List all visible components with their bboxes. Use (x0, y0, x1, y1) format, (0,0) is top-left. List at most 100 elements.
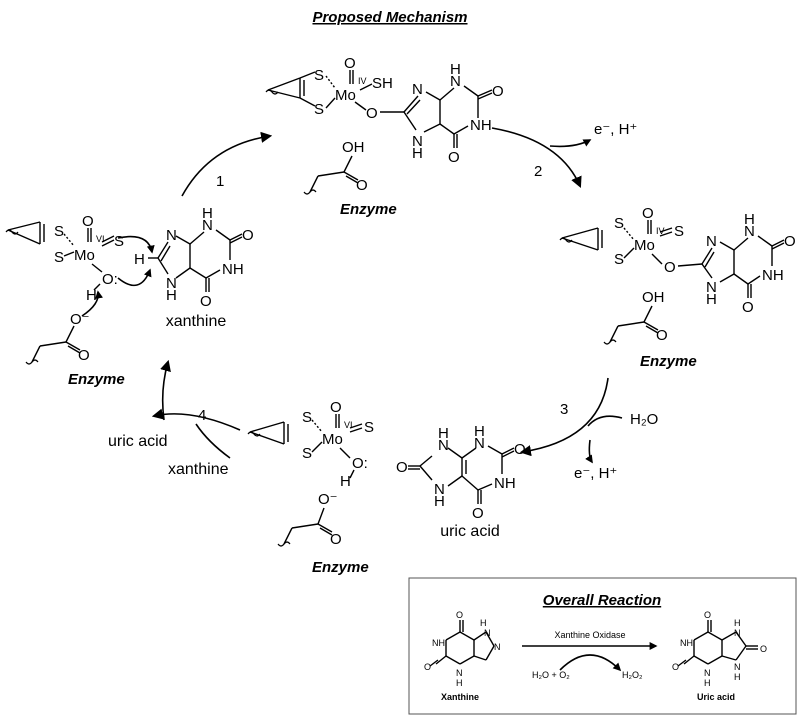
atom-label: O (424, 662, 431, 672)
atom-label: S (364, 419, 374, 436)
atom-label: N (704, 668, 711, 678)
xanthine-oxidase-label: Xanthine Oxidase (554, 630, 625, 640)
atom-label: O (492, 83, 504, 100)
step-1-arrow (181, 131, 273, 197)
step-4-label: 4 (198, 407, 206, 424)
atom-label: NH (762, 267, 784, 284)
atom-label: H (412, 145, 423, 162)
atom-label: S (54, 223, 64, 240)
uric-acid-molecule: H N O N H H N O NH O (396, 423, 526, 522)
overall-reaction-box (408, 577, 797, 715)
atom-label: O (82, 213, 94, 230)
atom-label: O⁻ (318, 491, 338, 508)
atom-label: N (434, 481, 445, 498)
atom-label: N (484, 628, 491, 638)
atom-label: VI (96, 234, 105, 244)
overall-reaction-title: Overall Reaction (543, 592, 661, 609)
atom-label: N (412, 133, 423, 150)
atom-label: S (674, 223, 684, 240)
atom-label: N (734, 662, 741, 672)
atom-label: N (166, 227, 177, 244)
atom-label: O (200, 293, 212, 310)
atom-label: S (302, 409, 312, 426)
uric-acid-caption: Uric acid (697, 692, 735, 702)
atom-label: O (656, 327, 668, 344)
atom-label: IV (358, 76, 367, 86)
enzyme-label-right: Enzyme (640, 353, 697, 370)
atom-label: O (396, 459, 408, 476)
water-label: H₂O (630, 411, 658, 428)
atom-label: H (434, 493, 445, 510)
mo-vi-hydroxide: S S Mo VI O S O: H O⁻ O Enzyme (247, 399, 374, 576)
atom-label: N (412, 81, 423, 98)
atom-label: Mo (634, 237, 655, 254)
atom-label: H (166, 287, 177, 304)
step-3-label: 3 (560, 401, 568, 418)
atom-label: O (366, 105, 378, 122)
mo-iv-sh-intermediate: S S Mo IV O SH O N N H N H O NH (265, 55, 504, 218)
atom-label: NH (470, 117, 492, 134)
page-title: Proposed Mechanism (312, 9, 467, 26)
wavy-bond-icon (265, 89, 279, 95)
step-2-label: 2 (534, 163, 542, 180)
atom-label: Mo (74, 247, 95, 264)
atom-label: H (734, 672, 741, 682)
atom-label: N (450, 73, 461, 90)
atom-label: S (114, 233, 124, 250)
atom-label: O (356, 177, 368, 194)
xanthine-substrate: H N N H N H O NH O (134, 205, 254, 310)
uric-acid-label: uric acid (440, 523, 500, 540)
atom-label: O (472, 505, 484, 522)
atom-label: O (242, 227, 254, 244)
atom-label: O (672, 662, 679, 672)
atom-label: SH (372, 75, 393, 92)
atom-label: VI (344, 420, 353, 430)
atom-label: H (86, 287, 97, 304)
atom-label: OH (642, 289, 665, 306)
enzyme-label-bottom: Enzyme (312, 559, 369, 576)
atom-label: NH (222, 261, 244, 278)
mo-vi-resting-state: S S Mo VI O S O: H O⁻ O Enzyme (5, 213, 155, 388)
electron-proton-label-top: e⁻, H⁺ (594, 121, 637, 138)
atom-label: O (78, 347, 90, 364)
atom-label: H (734, 618, 741, 628)
atom-label: S (614, 251, 624, 268)
atom-label: O (704, 610, 711, 620)
atom-label: H (704, 678, 711, 688)
atom-label: O (344, 55, 356, 72)
enzyme-label-top: Enzyme (340, 201, 397, 218)
reagents-label: H₂O + O₂ (532, 670, 570, 680)
atom-label: O (664, 259, 676, 276)
atom-label: S (314, 67, 324, 84)
atom-label: O (330, 399, 342, 416)
atom-label: N (438, 437, 449, 454)
atom-label: N (744, 223, 755, 240)
atom-label: S (614, 215, 624, 232)
atom-label: N (474, 435, 485, 452)
atom-label: H (134, 251, 145, 268)
atom-label: H (438, 425, 449, 442)
xanthine-caption: Xanthine (441, 692, 479, 702)
atom-label: O: (102, 271, 118, 288)
atom-label: H (474, 423, 485, 440)
atom-label: S (302, 445, 312, 462)
step-3-arrow (519, 377, 609, 457)
atom-label: IV (656, 226, 665, 236)
atom-label: O⁻ (70, 311, 90, 328)
atom-label: OH (342, 139, 365, 156)
atom-label: N (202, 217, 213, 234)
atom-label: N (706, 233, 717, 250)
atom-label: H (456, 678, 463, 688)
atom-label: N (706, 279, 717, 296)
electron-proton-label-bottom: e⁻, H⁺ (574, 465, 617, 482)
atom-label: N (456, 668, 463, 678)
enzyme-label-left: Enzyme (68, 371, 125, 388)
atom-label: H (202, 205, 213, 222)
atom-label: S (314, 101, 324, 118)
atom-label: N (494, 642, 501, 652)
uric-acid-small-structure: O NH H N O N H N H O (672, 610, 767, 688)
overall-reaction-panel: Overall Reaction O NH H N N N H O (408, 577, 797, 715)
atom-label: O (448, 149, 460, 166)
atom-label: O (514, 441, 526, 458)
